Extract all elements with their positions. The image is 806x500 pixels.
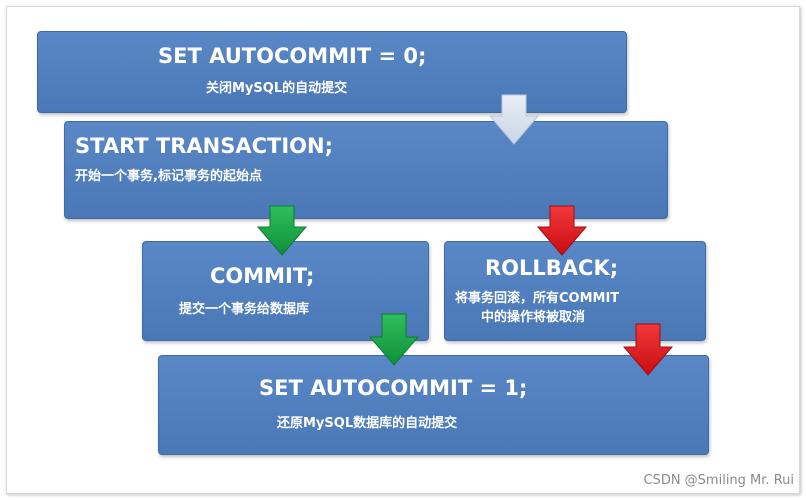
rollback-box: ROLLBACK; 将事务回滚，所有COMMIT 中的操作将被取消 xyxy=(444,241,706,341)
down-arrow-commit-to-autocommit-green-icon xyxy=(368,313,420,366)
commit-title: COMMIT; xyxy=(210,264,315,288)
start-transaction-desc: 开始一个事务,标记事务的起始点 xyxy=(75,169,262,184)
set-autocommit-0-box: SET AUTOCOMMIT = 0; 关闭MySQL的自动提交 xyxy=(37,31,627,113)
start-transaction-box: START TRANSACTION; 开始一个事务,标记事务的起始点 xyxy=(64,121,668,219)
set-autocommit-1-desc: 还原MySQL数据库的自动提交 xyxy=(277,416,458,431)
down-arrow-rollback-red-icon xyxy=(536,205,588,256)
set-autocommit-1-title: SET AUTOCOMMIT = 1; xyxy=(259,376,528,400)
set-autocommit-0-title: SET AUTOCOMMIT = 0; xyxy=(158,44,427,68)
start-transaction-title: START TRANSACTION; xyxy=(75,134,334,158)
commit-desc: 提交一个事务给数据库 xyxy=(179,302,310,317)
down-arrow-commit-green-icon xyxy=(256,205,308,256)
rollback-desc-line1: 将事务回滚，所有COMMIT xyxy=(455,291,620,306)
watermark: CSDN @Smiling Mr. Rui xyxy=(643,473,794,488)
down-arrow-neutral-icon xyxy=(488,94,540,145)
down-arrow-rollback-to-autocommit-red-icon xyxy=(622,323,674,376)
rollback-title: ROLLBACK; xyxy=(485,256,619,280)
set-autocommit-1-box: SET AUTOCOMMIT = 1; 还原MySQL数据库的自动提交 xyxy=(158,355,709,455)
set-autocommit-0-desc: 关闭MySQL的自动提交 xyxy=(206,81,348,96)
rollback-desc-line2: 中的操作将被取消 xyxy=(481,310,586,325)
commit-box: COMMIT; 提交一个事务给数据库 xyxy=(142,241,429,341)
